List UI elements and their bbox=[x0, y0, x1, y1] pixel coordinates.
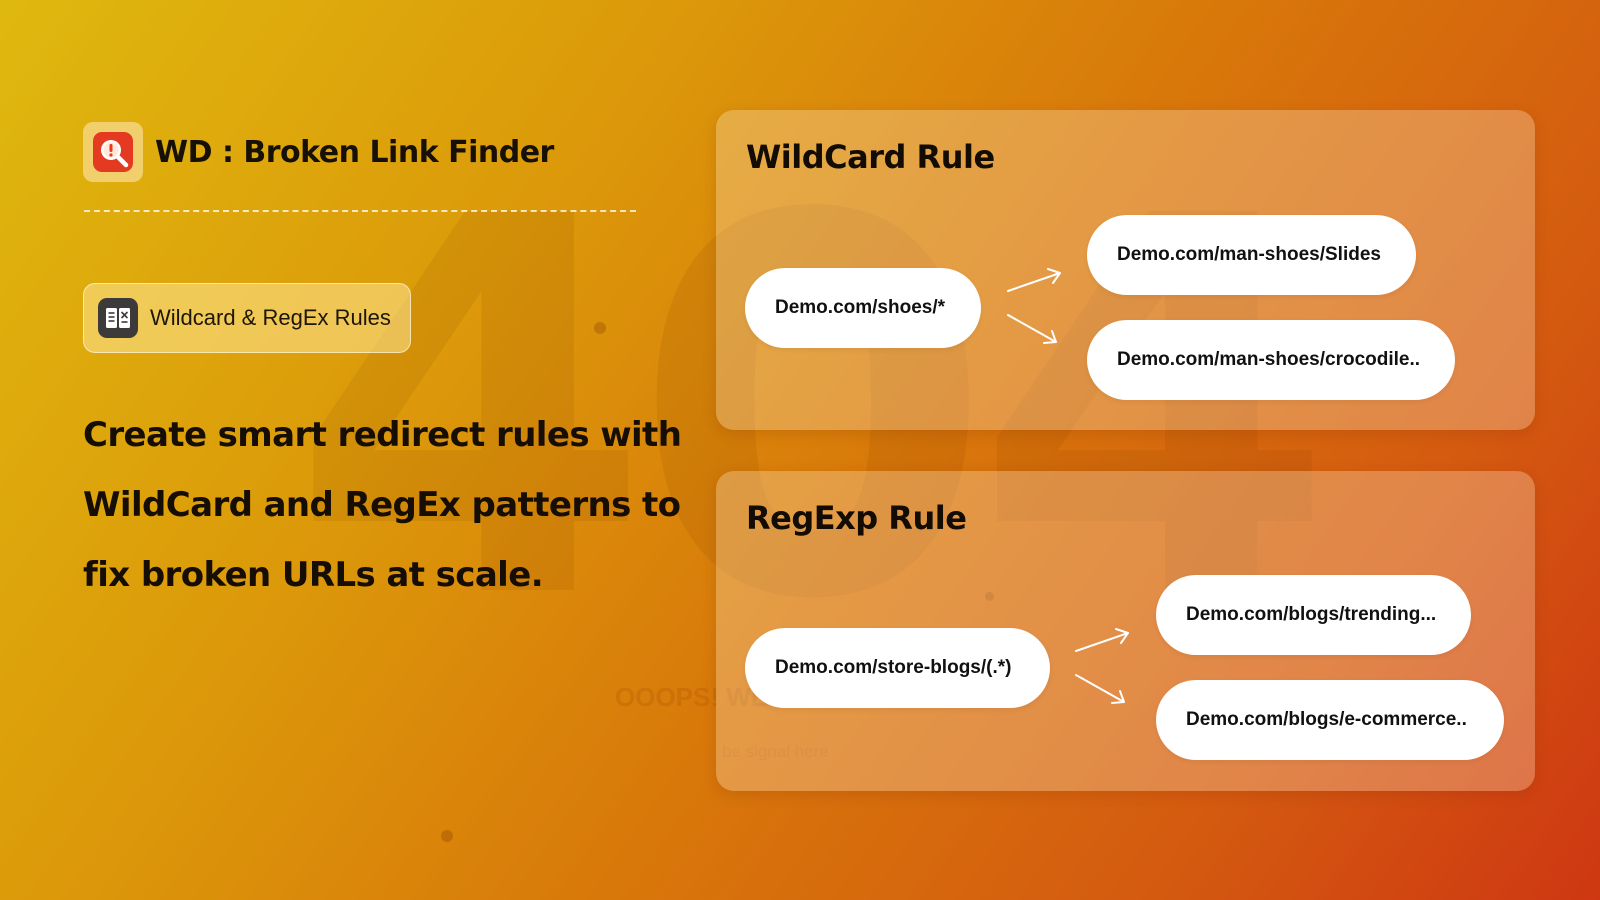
tagline-line-3: fix broken URLs at scale. bbox=[83, 555, 544, 595]
wildcard-rule-panel: WildCard Rule Demo.com/shoes/* Demo.com/… bbox=[716, 110, 1535, 430]
regexp-redirect-arrows bbox=[1075, 628, 1129, 704]
app-title: WD : Broken Link Finder bbox=[155, 134, 554, 170]
app-header: WD : Broken Link Finder bbox=[83, 122, 554, 182]
header-divider bbox=[84, 210, 636, 212]
background-sub-text: be signal here bbox=[722, 742, 829, 761]
wildcard-target-pill: Demo.com/man-shoes/Slides bbox=[1087, 215, 1416, 295]
wildcard-redirect-arrows bbox=[1007, 268, 1061, 344]
background-oops-text: OOOPS! WE bbox=[615, 682, 769, 712]
wildcard-rule-title: WildCard Rule bbox=[746, 138, 995, 176]
background-dot bbox=[441, 830, 453, 842]
tagline: Create smart redirect rules with WildCar… bbox=[83, 400, 683, 610]
wildcard-source-pill: Demo.com/shoes/* bbox=[745, 268, 981, 348]
regexp-rule-panel: RegExp Rule Demo.com/store-blogs/(.*) De… bbox=[716, 471, 1535, 791]
regexp-target-pill: Demo.com/blogs/trending... bbox=[1156, 575, 1471, 655]
background-dot bbox=[985, 592, 994, 601]
rules-book-icon bbox=[98, 298, 138, 338]
wildcard-target-pill: Demo.com/man-shoes/crocodile.. bbox=[1087, 320, 1455, 400]
feature-badge-label: Wildcard & RegEx Rules bbox=[150, 305, 391, 330]
magnifier-alert-icon bbox=[83, 122, 143, 182]
tagline-line-1: Create smart redirect rules with bbox=[83, 415, 682, 455]
regexp-rule-title: RegExp Rule bbox=[746, 499, 967, 537]
regexp-source-pill: Demo.com/store-blogs/(.*) bbox=[745, 628, 1050, 708]
feature-badge: Wildcard & RegEx Rules bbox=[83, 283, 411, 353]
regexp-target-pill: Demo.com/blogs/e-commerce.. bbox=[1156, 680, 1504, 760]
tagline-line-2: WildCard and RegEx patterns to bbox=[83, 485, 681, 525]
background-dot bbox=[594, 322, 606, 334]
